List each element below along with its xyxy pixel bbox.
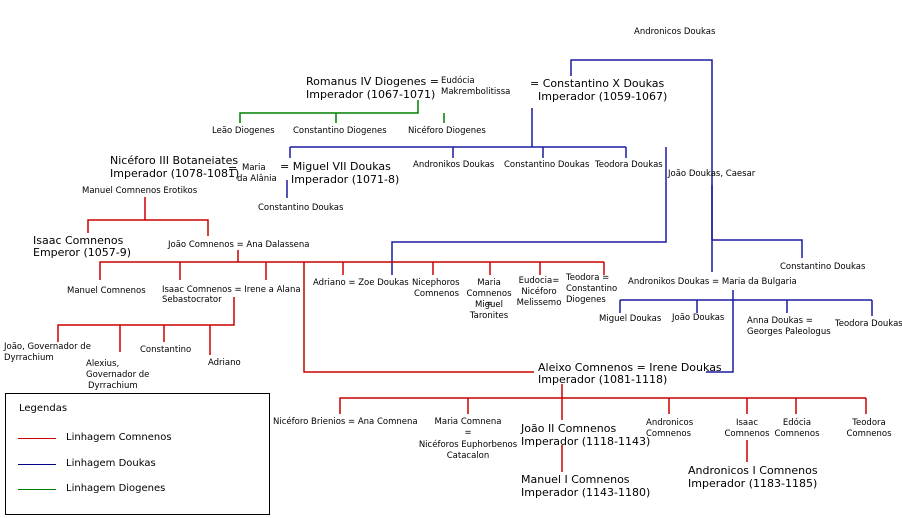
person-constantino-c: Constantino <box>140 345 192 355</box>
person-andronicos-i: Andronicos I Comnenos <box>688 464 818 477</box>
person-andronicos-i-title: Imperador (1183-1185) <box>688 477 818 490</box>
person-isaac-sebasto-2: Sebastocrator <box>162 295 222 305</box>
doukas-lines <box>286 59 873 373</box>
person-joao-comnenos: João Comnenos = Ana Dalassena <box>168 240 310 250</box>
person-andronikos-maria: Andronikos Doukas = Maria da Bulgaria <box>628 277 797 287</box>
person-isaac-sebasto: Isaac Comnenos = Irene a Alana <box>162 285 301 295</box>
person-maria-comnenos-5: Taronites <box>469 311 509 321</box>
person-teodora-c-1: Teodora = <box>566 273 610 283</box>
person-romanus-title: Imperador (1067-1071) <box>306 88 436 101</box>
person-edocia-2: Comnenos <box>774 429 820 439</box>
person-isaac-c-2: Comnenos <box>724 429 770 439</box>
person-nicephoros-2: Comnenos <box>414 289 460 299</box>
person-maria-comnena-1: Maria Comnena <box>434 417 502 427</box>
person-andronikos-doukas-mid: Andronikos Doukas <box>413 160 495 170</box>
person-constantino-doukas-right: Constantino Doukas <box>780 262 866 272</box>
person-adriano: Adriano <box>208 358 241 368</box>
person-alexius-3: Dyrrachium <box>88 381 138 391</box>
person-teodora-doukas-r: Teodora Doukas <box>835 319 902 329</box>
person-adriano-zoe: Adriano = Zoe Doukas <box>313 278 409 288</box>
person-joao-governador-1: João, Governador de <box>4 342 91 352</box>
diogenes-lines <box>239 100 445 123</box>
person-teodora-cr-1: Teodora <box>852 418 886 428</box>
person-joao-ii: João II Comnenos <box>521 422 617 435</box>
person-eudocia-c-2: Nicéforo <box>521 287 557 297</box>
legend-label-diogenes: Linhagem Diogenes <box>66 483 166 494</box>
person-leao: Leão Diogenes <box>212 126 275 136</box>
person-constantino-doukas-mid: Constantino Doukas <box>504 160 590 170</box>
person-teodora-doukas-mid: Teodora Doukas <box>595 160 663 170</box>
person-eudocia-c-3: Melissemo <box>516 298 562 308</box>
person-teodora-c-3: Diogenes <box>566 295 606 305</box>
person-manuel-i: Manuel I Comnenos <box>521 473 630 486</box>
person-niceforo-diogenes: Nicéforo Diogenes <box>408 126 486 136</box>
legend-swatch-diogenes <box>18 489 56 490</box>
legend-label-comnenos: Linhagem Comnenos <box>66 432 172 443</box>
person-miguel-doukas: Miguel Doukas <box>599 314 662 324</box>
person-constantino-x: = Constantino X Doukas <box>530 77 665 90</box>
person-joao-governador-2: Dyrrachium <box>4 353 54 363</box>
person-maria-comnenos-2: Comnenos <box>466 289 512 299</box>
person-teodora-cr-2: Comnenos <box>846 429 892 439</box>
person-joao-ii-title: Imperador (1118-1143) <box>521 435 651 448</box>
person-alexius-2: Governador de <box>86 370 150 380</box>
person-aleixo-title: Imperador (1081-1118) <box>538 373 668 386</box>
person-isaac-c-1: Isaac <box>735 418 759 428</box>
person-maria-comnena-4: Catacalon <box>446 451 490 461</box>
person-constantino-x-title: Imperador (1059-1067) <box>538 90 668 103</box>
person-maria-comnenos-1: Maria <box>477 278 501 288</box>
person-andronicos-c-1: Andronicos <box>646 418 694 428</box>
person-anna-doukas-2: Georges Paleologus <box>747 327 831 337</box>
person-andronicos-doukas: Andronicos Doukas <box>634 27 716 37</box>
person-edocia-1: Edócia <box>782 418 812 428</box>
person-andronicos-c-2: Comnenos <box>646 429 692 439</box>
person-anna-doukas: Anna Doukas = <box>747 316 813 326</box>
person-isaac-emperor: Isaac Comnenos <box>33 234 124 247</box>
person-constantino-diogenes: Constantino Diogenes <box>293 126 387 136</box>
person-manuel-erotikos: Manuel Comnenos Erotikos <box>82 186 198 196</box>
legend-swatch-doukas <box>18 464 56 465</box>
legend-swatch-comnenos <box>18 438 56 439</box>
person-maria-comnena-3: Nicéforos Euphorbenos <box>418 440 518 450</box>
person-joao-doukas-2: João Doukas <box>672 313 725 323</box>
person-constantino-doukas-son: Constantino Doukas <box>258 203 344 213</box>
person-maria-comnenos-3: = <box>485 299 493 309</box>
comnenos-lines <box>57 197 867 472</box>
person-eudocia: Eudócia <box>441 76 475 86</box>
person-manuel-i-title: Imperador (1143-1180) <box>521 486 651 499</box>
person-maria-comnena-2: = <box>464 428 472 438</box>
person-romanus: Romanus IV Diogenes = <box>306 75 439 88</box>
person-nicephoros: Nicephoros <box>412 278 460 288</box>
person-miguel-vii-title: Imperador (1071-8) <box>291 173 400 186</box>
person-maria: Maria <box>242 163 266 173</box>
legend-title: Legendas <box>19 403 68 414</box>
person-manuel-comnenos: Manuel Comnenos <box>67 286 146 296</box>
person-maria-comnenos-4: Miguel <box>474 300 504 310</box>
person-miguel-vii: = Miguel VII Doukas <box>280 160 391 173</box>
person-joao-doukas-caesar: João Doukas, Caesar <box>668 169 756 179</box>
eq-sign: = <box>228 162 238 175</box>
person-eudocia-c-1: Eudocia= <box>518 276 560 286</box>
legend-box: Legendas Linhagem Comnenos Linhagem Douk… <box>5 393 270 515</box>
person-niceforo-brienios: Nicéforo Brienios = Ana Comnena <box>273 417 418 427</box>
legend-label-doukas: Linhagem Doukas <box>66 458 156 469</box>
person-niceforo-iii: Nicéforo III Botaneiates <box>110 154 239 167</box>
person-teodora-c-2: Constantino <box>566 284 618 294</box>
person-eudocia-2: Makrembolitissa <box>441 87 511 97</box>
person-maria-2: da Alânia <box>237 174 277 184</box>
person-isaac-emperor-title: Emperor (1057-9) <box>33 246 131 259</box>
person-alexius-1: Alexius, <box>86 359 120 369</box>
person-niceforo-iii-title: Imperador (1078-1081) <box>110 167 240 180</box>
person-aleixo: Aleixo Comnenos = Irene Doukas <box>538 361 722 374</box>
